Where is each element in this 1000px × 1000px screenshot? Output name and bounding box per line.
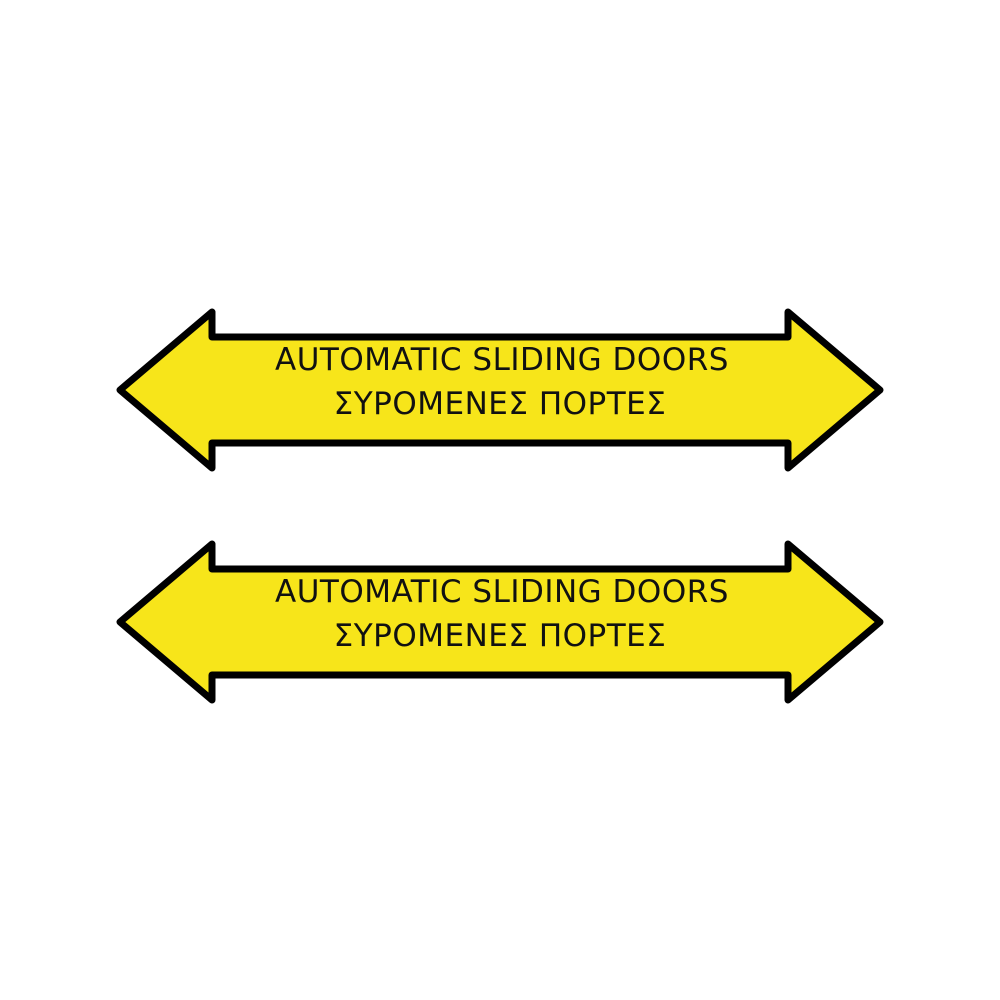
sign-text: AUTOMATIC SLIDING DOORS ΣΥΡΟΜΕΝΕΣ ΠΟΡΤΕΣ — [150, 338, 850, 426]
double-arrow-icon — [116, 540, 884, 704]
double-arrow-icon — [116, 308, 884, 472]
sliding-doors-sign-top: AUTOMATIC SLIDING DOORS ΣΥΡΟΜΕΝΕΣ ΠΟΡΤΕΣ — [0, 300, 1000, 480]
sign-greek-label: ΣΥΡΟΜΕΝΕΣ ΠΟΡΤΕΣ — [333, 386, 667, 422]
sign-english-label: AUTOMATIC SLIDING DOORS — [275, 574, 729, 610]
sign-english-label: AUTOMATIC SLIDING DOORS — [275, 342, 729, 378]
sign-greek-label: ΣΥΡΟΜΕΝΕΣ ΠΟΡΤΕΣ — [333, 618, 667, 654]
sign-text: AUTOMATIC SLIDING DOORS ΣΥΡΟΜΕΝΕΣ ΠΟΡΤΕΣ — [150, 570, 850, 658]
sliding-doors-sign-bottom: AUTOMATIC SLIDING DOORS ΣΥΡΟΜΕΝΕΣ ΠΟΡΤΕΣ — [0, 532, 1000, 712]
